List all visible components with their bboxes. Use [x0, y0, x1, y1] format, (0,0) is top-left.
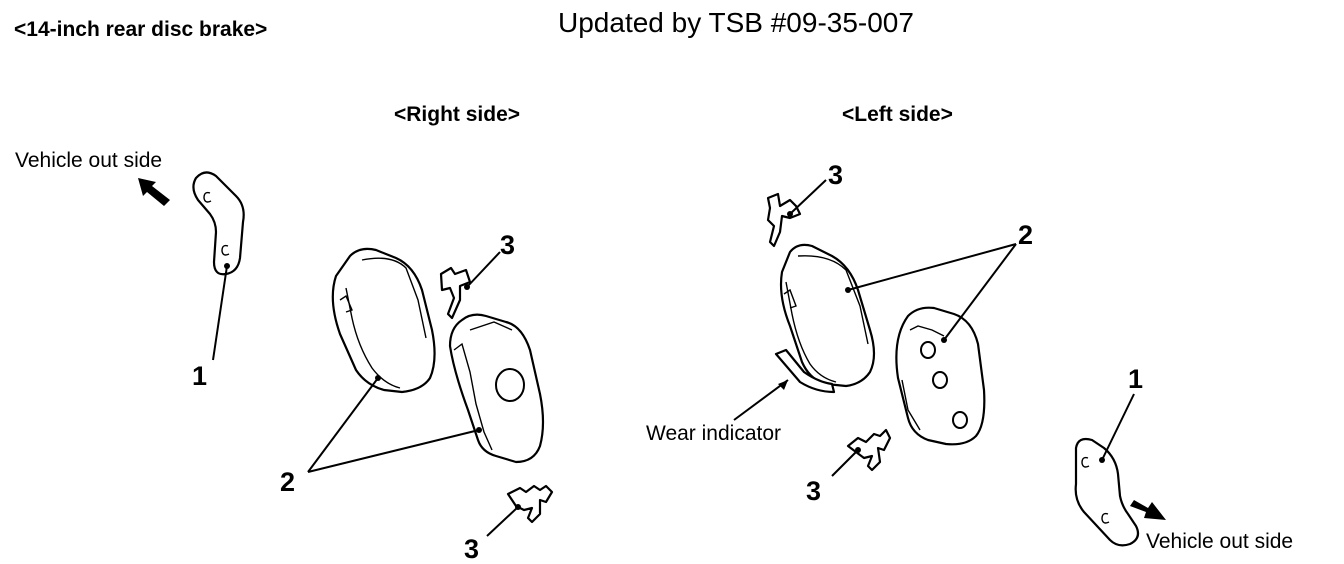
right-clip-top-part — [439, 266, 472, 320]
right-callout-pad: 2 — [280, 467, 295, 497]
left-direction-arrow-icon — [1130, 500, 1166, 520]
left-callout-shim: 1 — [1128, 364, 1143, 394]
left-shim-part — [1074, 437, 1140, 547]
left-brake-pad-part — [779, 243, 876, 388]
left-callout-pad: 2 — [1018, 220, 1033, 250]
right-shim-part — [192, 171, 245, 276]
right-callout-clip-bottom: 3 — [464, 534, 479, 564]
right-callout-clip-top: 3 — [500, 230, 515, 260]
right-side-group: <Right side> Vehicle out side 1 3 — [15, 103, 554, 564]
section-title: <14-inch rear disc brake> — [14, 18, 267, 41]
right-caliper-pad-part — [448, 313, 545, 464]
right-clip-bottom-part — [506, 484, 554, 524]
left-direction-label: Vehicle out side — [1146, 530, 1293, 553]
right-callout-shim: 1 — [192, 361, 207, 391]
left-caliper-pad-part — [895, 306, 986, 446]
left-callout-clip-bottom: 3 — [806, 476, 821, 506]
left-callout-clip-top: 3 — [828, 160, 843, 190]
left-wear-indicator-part — [774, 348, 836, 394]
left-clip-top-part — [766, 192, 802, 248]
left-clip-bottom-part — [846, 428, 892, 472]
wear-indicator-arrow-icon — [778, 380, 788, 390]
right-direction-label: Vehicle out side — [15, 149, 162, 172]
left-side-group: <Left side> 3 Wear indicator — [646, 103, 1293, 553]
right-direction-arrow-icon — [138, 178, 170, 206]
right-brake-pad-part — [331, 247, 436, 394]
left-side-title: <Left side> — [842, 103, 953, 126]
update-note: Updated by TSB #09-35-007 — [558, 7, 914, 38]
right-side-title: <Right side> — [394, 103, 520, 126]
wear-indicator-label: Wear indicator — [646, 422, 781, 445]
